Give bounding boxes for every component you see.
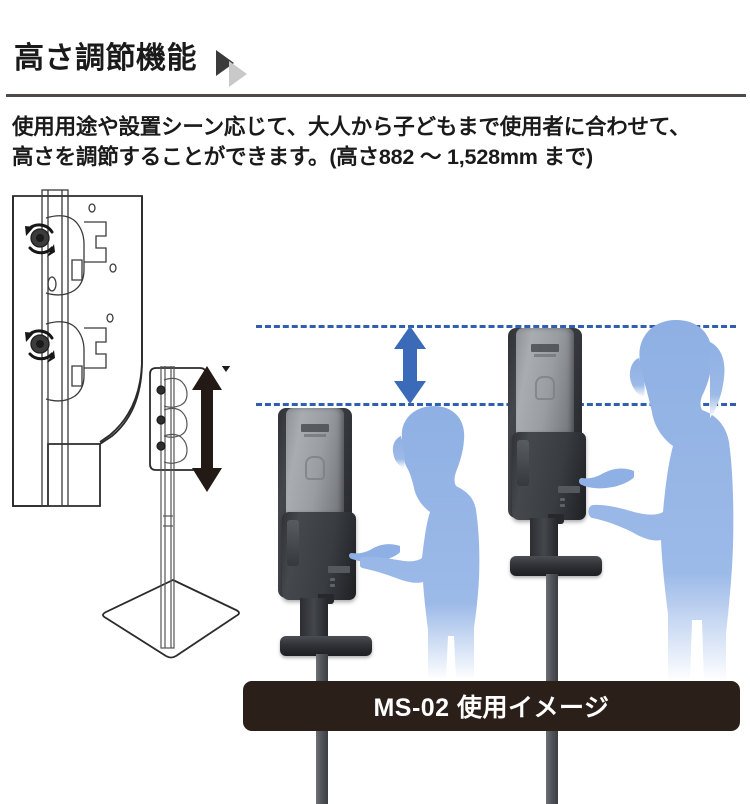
dispenser-logo <box>531 344 559 352</box>
description-line-1: 使用用途や設置シーン応じて、大人から子どもまで使用者に合わせて、 <box>12 115 691 139</box>
hand-sensor-icon <box>305 456 325 480</box>
stand-line-drawing <box>102 366 240 659</box>
control-panel <box>558 486 580 493</box>
adult-hand-graphic <box>579 468 634 489</box>
liquid-window <box>517 440 529 486</box>
updown-arrow-icon <box>221 366 231 372</box>
caption-text: MS-02 使用イメージ <box>373 694 610 722</box>
control-panel <box>328 566 350 573</box>
dispenser-neck <box>530 518 558 560</box>
chevron-right-light-icon <box>229 61 247 87</box>
dispenser-display-panel <box>286 408 344 518</box>
dispenser-body <box>512 432 586 520</box>
dispenser-logo <box>301 424 329 432</box>
drip-tray <box>510 556 602 576</box>
dispenser-body <box>282 512 356 600</box>
drip-tray <box>280 636 372 656</box>
dispenser-sublabel <box>534 354 556 357</box>
child-silhouette <box>360 406 480 680</box>
double-chevron-icon <box>216 50 262 88</box>
adult-silhouette <box>588 320 734 682</box>
dispenser-display-panel <box>516 328 574 438</box>
title-divider <box>6 94 746 97</box>
page-title: 高さ調節機能 <box>14 42 197 75</box>
guide-line-bottom <box>256 403 736 406</box>
status-led <box>560 498 565 501</box>
description-text: 使用用途や設置シーン応じて、大人から子どもまで使用者に合わせて、 高さを調節する… <box>12 112 750 172</box>
status-led <box>330 578 335 581</box>
dispenser-neck <box>300 598 328 640</box>
dispenser-sublabel <box>304 434 326 437</box>
description-line-2: 高さを調節することができます。(高さ882 ～ 1,528mm まで) <box>12 145 593 169</box>
clamp-detail-line-drawing <box>12 189 143 507</box>
caption-bar: MS-02 使用イメージ <box>243 681 740 731</box>
status-led <box>330 584 335 587</box>
liquid-window <box>287 520 299 566</box>
page-header: 高さ調節機能 <box>0 0 750 100</box>
panel-height-arrow-icon <box>192 366 222 492</box>
status-led <box>560 504 565 507</box>
hand-sensor-icon <box>535 376 555 400</box>
guide-line-top <box>256 325 736 328</box>
illustration-stage <box>0 186 750 804</box>
height-range-arrow-icon <box>394 326 426 404</box>
